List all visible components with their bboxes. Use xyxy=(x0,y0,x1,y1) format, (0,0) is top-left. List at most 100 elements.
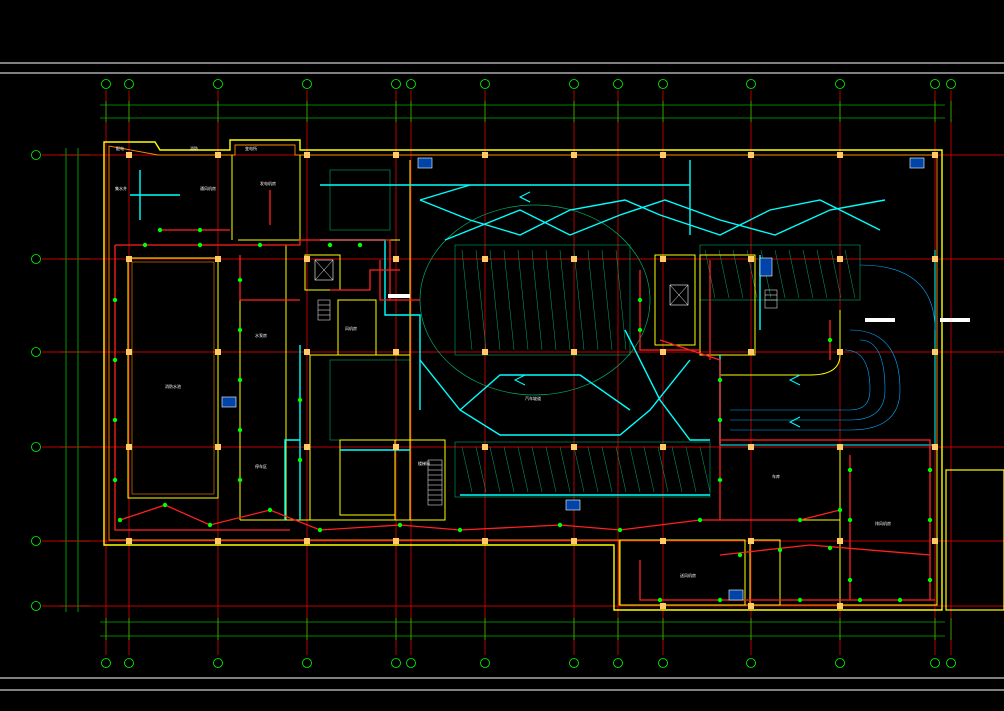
column-marker xyxy=(932,256,938,262)
column-marker xyxy=(482,538,488,544)
room-label: 变电所 xyxy=(245,145,257,151)
stall-line xyxy=(475,446,487,493)
column-marker xyxy=(660,152,666,158)
axis-bubble-bottom xyxy=(101,658,111,668)
sprinkler-node xyxy=(717,597,723,603)
sprinkler-node xyxy=(637,297,643,303)
sprinkler-node xyxy=(927,577,933,583)
column-marker xyxy=(932,538,938,544)
column-marker xyxy=(393,444,399,450)
stall-line xyxy=(774,249,786,299)
column-marker xyxy=(571,349,577,355)
stall-line xyxy=(461,446,473,493)
sprinkler-node xyxy=(297,457,303,463)
sprinkler-node xyxy=(237,427,243,433)
sprinkler-node xyxy=(197,227,203,233)
stall-line xyxy=(587,446,599,493)
column-marker xyxy=(748,538,754,544)
stall-line xyxy=(573,249,585,351)
sprinkler-node xyxy=(397,522,403,528)
building-walls xyxy=(103,139,1004,611)
axis-bubble-bottom xyxy=(480,658,490,668)
axis-bubble-top xyxy=(302,79,312,89)
axis-bubble-bottom xyxy=(124,658,134,668)
column-marker xyxy=(304,256,310,262)
stall-line xyxy=(489,446,501,493)
room-label: 配电 xyxy=(116,145,124,151)
stall-line xyxy=(699,446,711,493)
sprinkler-node xyxy=(927,467,933,473)
axis-bubble-bottom xyxy=(391,658,401,668)
axis-bubble-top xyxy=(946,79,956,89)
sprinkler-node xyxy=(237,377,243,383)
sprinkler-node xyxy=(112,477,118,483)
room-label: 消防 xyxy=(190,145,198,151)
sprinkler-node xyxy=(657,597,663,603)
stall-line xyxy=(657,446,669,493)
stall-line xyxy=(671,446,683,493)
sprinkler-node xyxy=(737,552,743,558)
sprinkler-node xyxy=(142,242,148,248)
column-marker xyxy=(571,256,577,262)
equipment-icons xyxy=(221,157,970,601)
stall-line xyxy=(517,446,529,493)
stall-line xyxy=(718,249,730,299)
axis-bubble-top xyxy=(101,79,111,89)
stall-line xyxy=(685,446,697,493)
sprinkler-node xyxy=(837,507,843,513)
axis-bubble-bottom xyxy=(613,658,623,668)
axis-bubble-top xyxy=(930,79,940,89)
axis-bubble-top xyxy=(391,79,401,89)
stall-line xyxy=(517,249,529,351)
axis-bubble-top xyxy=(406,79,416,89)
column-marker xyxy=(837,603,843,609)
sprinkler-node xyxy=(112,357,118,363)
column-marker xyxy=(482,256,488,262)
column-marker xyxy=(126,152,132,158)
sprinkler-node xyxy=(112,417,118,423)
axis-bubble-left xyxy=(31,254,41,264)
axis-bubble-bottom xyxy=(569,658,579,668)
axis-bubble-top xyxy=(835,79,845,89)
column-marker xyxy=(393,349,399,355)
stall-line xyxy=(830,249,842,299)
room-label: 楼梯间 xyxy=(418,460,430,466)
room-label: 排风机房 xyxy=(875,520,891,526)
room-label: 停车区 xyxy=(255,463,267,469)
axis-bubble-top xyxy=(480,79,490,89)
sprinkler-node xyxy=(637,327,643,333)
sprinkler-node xyxy=(207,522,213,528)
column-marker xyxy=(837,256,843,262)
column-marker xyxy=(660,349,666,355)
stall-line xyxy=(503,249,515,351)
stall-line xyxy=(475,249,487,351)
sprinkler-node xyxy=(697,517,703,523)
axis-bubble-left xyxy=(31,601,41,611)
sprinkler-node xyxy=(257,242,263,248)
axis-bubble-left xyxy=(31,536,41,546)
sprinkler-node xyxy=(857,597,863,603)
column-marker xyxy=(748,152,754,158)
sprinkler-node xyxy=(117,517,123,523)
room-label: 水泵房 xyxy=(255,332,267,338)
parking-stall-lines xyxy=(461,249,856,493)
column-marker xyxy=(660,256,666,262)
column-marker xyxy=(126,444,132,450)
sprinkler-node xyxy=(237,327,243,333)
room-label: 集水井 xyxy=(115,185,127,191)
sprinkler-node xyxy=(297,397,303,403)
stall-line xyxy=(503,446,515,493)
column-marker xyxy=(482,152,488,158)
stall-line xyxy=(802,249,814,299)
room-text-labels: 配电 消防 变电所 集水井 发电机房 通风机房 汽车坡道 楼梯间 风机房 水泵房… xyxy=(115,145,891,578)
flow-arrows xyxy=(513,191,801,428)
sprinkler-node xyxy=(797,517,803,523)
stall-line xyxy=(545,446,557,493)
column-marker xyxy=(126,349,132,355)
stall-line xyxy=(573,446,585,493)
stall-line xyxy=(587,249,599,351)
stall-line xyxy=(643,446,655,493)
sprinkler-node xyxy=(237,477,243,483)
column-marker xyxy=(660,538,666,544)
